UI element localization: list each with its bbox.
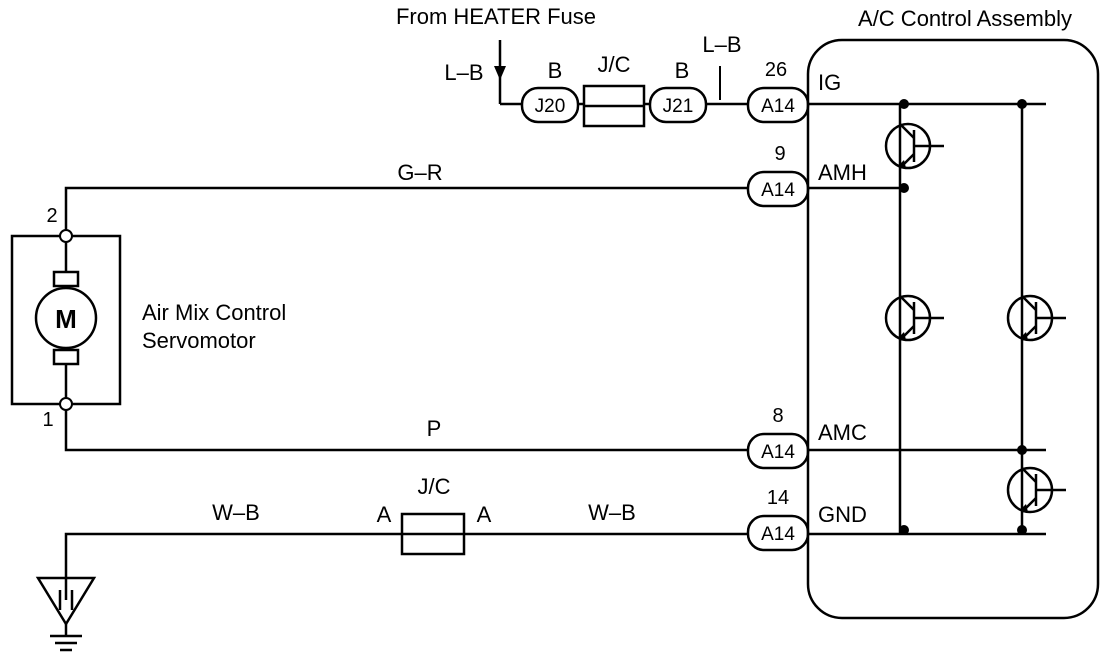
amh-wire	[64, 186, 748, 230]
junction-dot	[899, 525, 909, 535]
air-mix-servomotor: M 2 1 Air Mix Control Servomotor	[10, 205, 286, 431]
terminal-gnd: GND	[818, 502, 867, 527]
a14-connector-amc: A14 8	[746, 405, 810, 470]
ac-control-assembly: IG AMH AMC GND	[806, 38, 1100, 620]
heater-feed-circuit: L–B J20 B J/C J21 B L–B	[444, 32, 748, 128]
servo-label-line2: Servomotor	[142, 328, 256, 353]
junction-bottom-label: J/C	[418, 474, 451, 499]
servo-terminal-2	[59, 229, 73, 243]
motor-brush-bottom	[52, 348, 80, 366]
ground-wire-left	[64, 532, 402, 600]
a14-ig-label: A14	[761, 96, 795, 117]
ground-wire-color-left: W–B	[212, 500, 260, 525]
amh-circuit: G–R	[64, 160, 748, 230]
junction-dot	[899, 183, 909, 193]
j20-wire-color: B	[548, 58, 563, 83]
pin-number-amh: 9	[774, 143, 785, 165]
transistor-icon	[1006, 466, 1066, 514]
ecu-housing	[806, 38, 1100, 620]
a14-connector-amh: A14 9	[746, 143, 810, 208]
ground-wire-color-right: W–B	[588, 500, 636, 525]
pin-number-ig: 26	[765, 59, 787, 81]
terminal-ig: IG	[818, 70, 841, 95]
ground-circuit: J/C A A W–B W–B	[35, 474, 748, 652]
pin-number-gnd: 14	[767, 487, 789, 509]
junction-dot	[899, 99, 909, 109]
connector-j21-label: J21	[663, 96, 694, 117]
ig-wire-color: L–B	[702, 32, 741, 57]
amc-circuit: P	[64, 410, 748, 452]
amc-wire	[64, 410, 748, 452]
terminal-amh: AMH	[818, 160, 867, 185]
a14-amc-label: A14	[761, 442, 795, 463]
source-label: From HEATER Fuse	[396, 4, 596, 29]
junction-pin-a-right: A	[477, 502, 492, 527]
transistor-icon	[884, 122, 944, 170]
pin-number-amc: 8	[772, 405, 783, 427]
servo-pin-2: 2	[46, 205, 57, 227]
junction-dot	[1017, 99, 1027, 109]
a14-gnd-label: A14	[761, 524, 795, 545]
motor-symbol: M	[55, 304, 77, 334]
junction-dot	[1017, 445, 1027, 455]
amc-wire-color: P	[427, 416, 442, 441]
servo-terminal-1	[59, 397, 73, 411]
a14-connector-ig: A14 26	[746, 59, 810, 124]
servo-label-line1: Air Mix Control	[142, 300, 286, 325]
junction-top-label: J/C	[598, 52, 631, 77]
feed-wire-color: L–B	[444, 60, 483, 85]
amh-wire-color: G–R	[397, 160, 442, 185]
j21-wire-color: B	[675, 58, 690, 83]
ecu-title: A/C Control Assembly	[858, 6, 1072, 31]
transistor-icon	[1006, 294, 1066, 342]
a14-amh-label: A14	[761, 180, 795, 201]
junction-dot	[1017, 525, 1027, 535]
motor-brush-top	[52, 270, 80, 288]
feed-arrow-icon	[494, 66, 506, 80]
a14-connector-gnd: A14 14	[746, 487, 810, 552]
ground-icon	[35, 576, 97, 652]
transistor-icon	[884, 294, 944, 342]
terminal-amc: AMC	[818, 420, 867, 445]
motor-icon	[34, 286, 98, 350]
connector-j20-label: J20	[535, 96, 566, 117]
junction-pin-a-left: A	[377, 502, 392, 527]
servo-pin-1: 1	[42, 409, 53, 431]
